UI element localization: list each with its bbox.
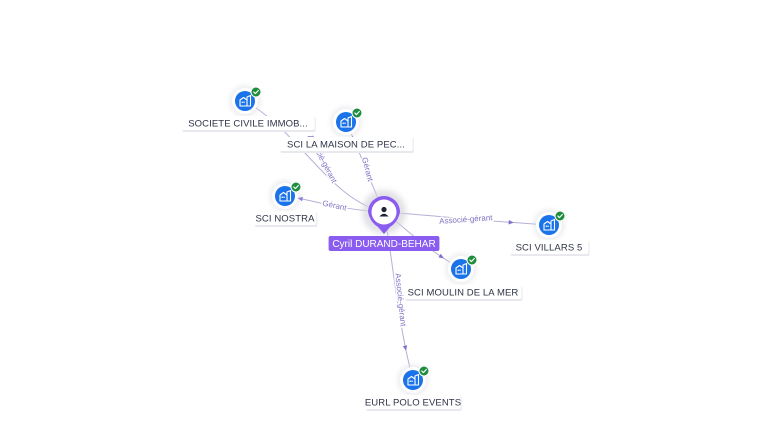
check-icon — [253, 89, 259, 95]
company-node[interactable]: EURL POLO EVENTS — [365, 365, 462, 411]
company-name: EURL POLO EVENTS — [365, 398, 461, 409]
person-icon — [379, 206, 389, 217]
verified-badge — [419, 366, 429, 376]
company-node[interactable]: SCI NOSTRA — [253, 181, 318, 227]
verified-badge — [291, 182, 301, 192]
company-name: SCI VILLARS 5 — [516, 243, 583, 254]
edge-label: Associé-gérant — [393, 273, 408, 328]
person-node[interactable]: Cyril DURAND-BEHAR — [328, 190, 440, 251]
company-node[interactable]: SCI VILLARS 5 — [509, 210, 590, 256]
verified-badge — [467, 255, 477, 265]
edge-label: Gérant — [360, 156, 375, 183]
check-icon — [354, 110, 360, 116]
label-background — [181, 116, 315, 130]
company-name: SCI LA MAISON DE PEC... — [287, 140, 405, 151]
person-label-background — [328, 236, 440, 251]
verified-badge — [352, 108, 362, 118]
check-icon — [557, 213, 563, 219]
label-background — [279, 137, 413, 151]
edge-label: Associé-gérant — [439, 213, 494, 226]
company-name: SOCIETE CIVILE IMMOB... — [188, 119, 308, 130]
label-background — [253, 211, 317, 225]
company-name: SCI NOSTRA — [255, 214, 315, 225]
verified-badge — [555, 211, 565, 221]
company-node[interactable]: SOCIETE CIVILE IMMOB... — [181, 86, 316, 132]
nodes-layer: SOCIETE CIVILE IMMOB... SCI LA MAISON DE … — [181, 86, 590, 411]
check-icon — [469, 257, 475, 263]
check-icon — [293, 184, 299, 190]
company-node[interactable]: SCI MOULIN DE LA MER — [404, 254, 523, 301]
label-background — [365, 395, 461, 409]
company-node[interactable]: SCI LA MAISON DE PEC... — [279, 107, 414, 153]
person-name: Cyril DURAND-BEHAR — [332, 239, 435, 250]
edge-arrow-c5 — [438, 253, 444, 259]
label-background — [509, 240, 589, 254]
edge-arrow-c4 — [508, 220, 514, 225]
company-name: SCI MOULIN DE LA MER — [408, 288, 519, 299]
edge-arrow-c6 — [402, 345, 408, 351]
check-icon — [421, 368, 427, 374]
edge-label: Gérant — [322, 199, 349, 213]
verified-badge — [251, 87, 261, 97]
label-background — [404, 285, 522, 299]
